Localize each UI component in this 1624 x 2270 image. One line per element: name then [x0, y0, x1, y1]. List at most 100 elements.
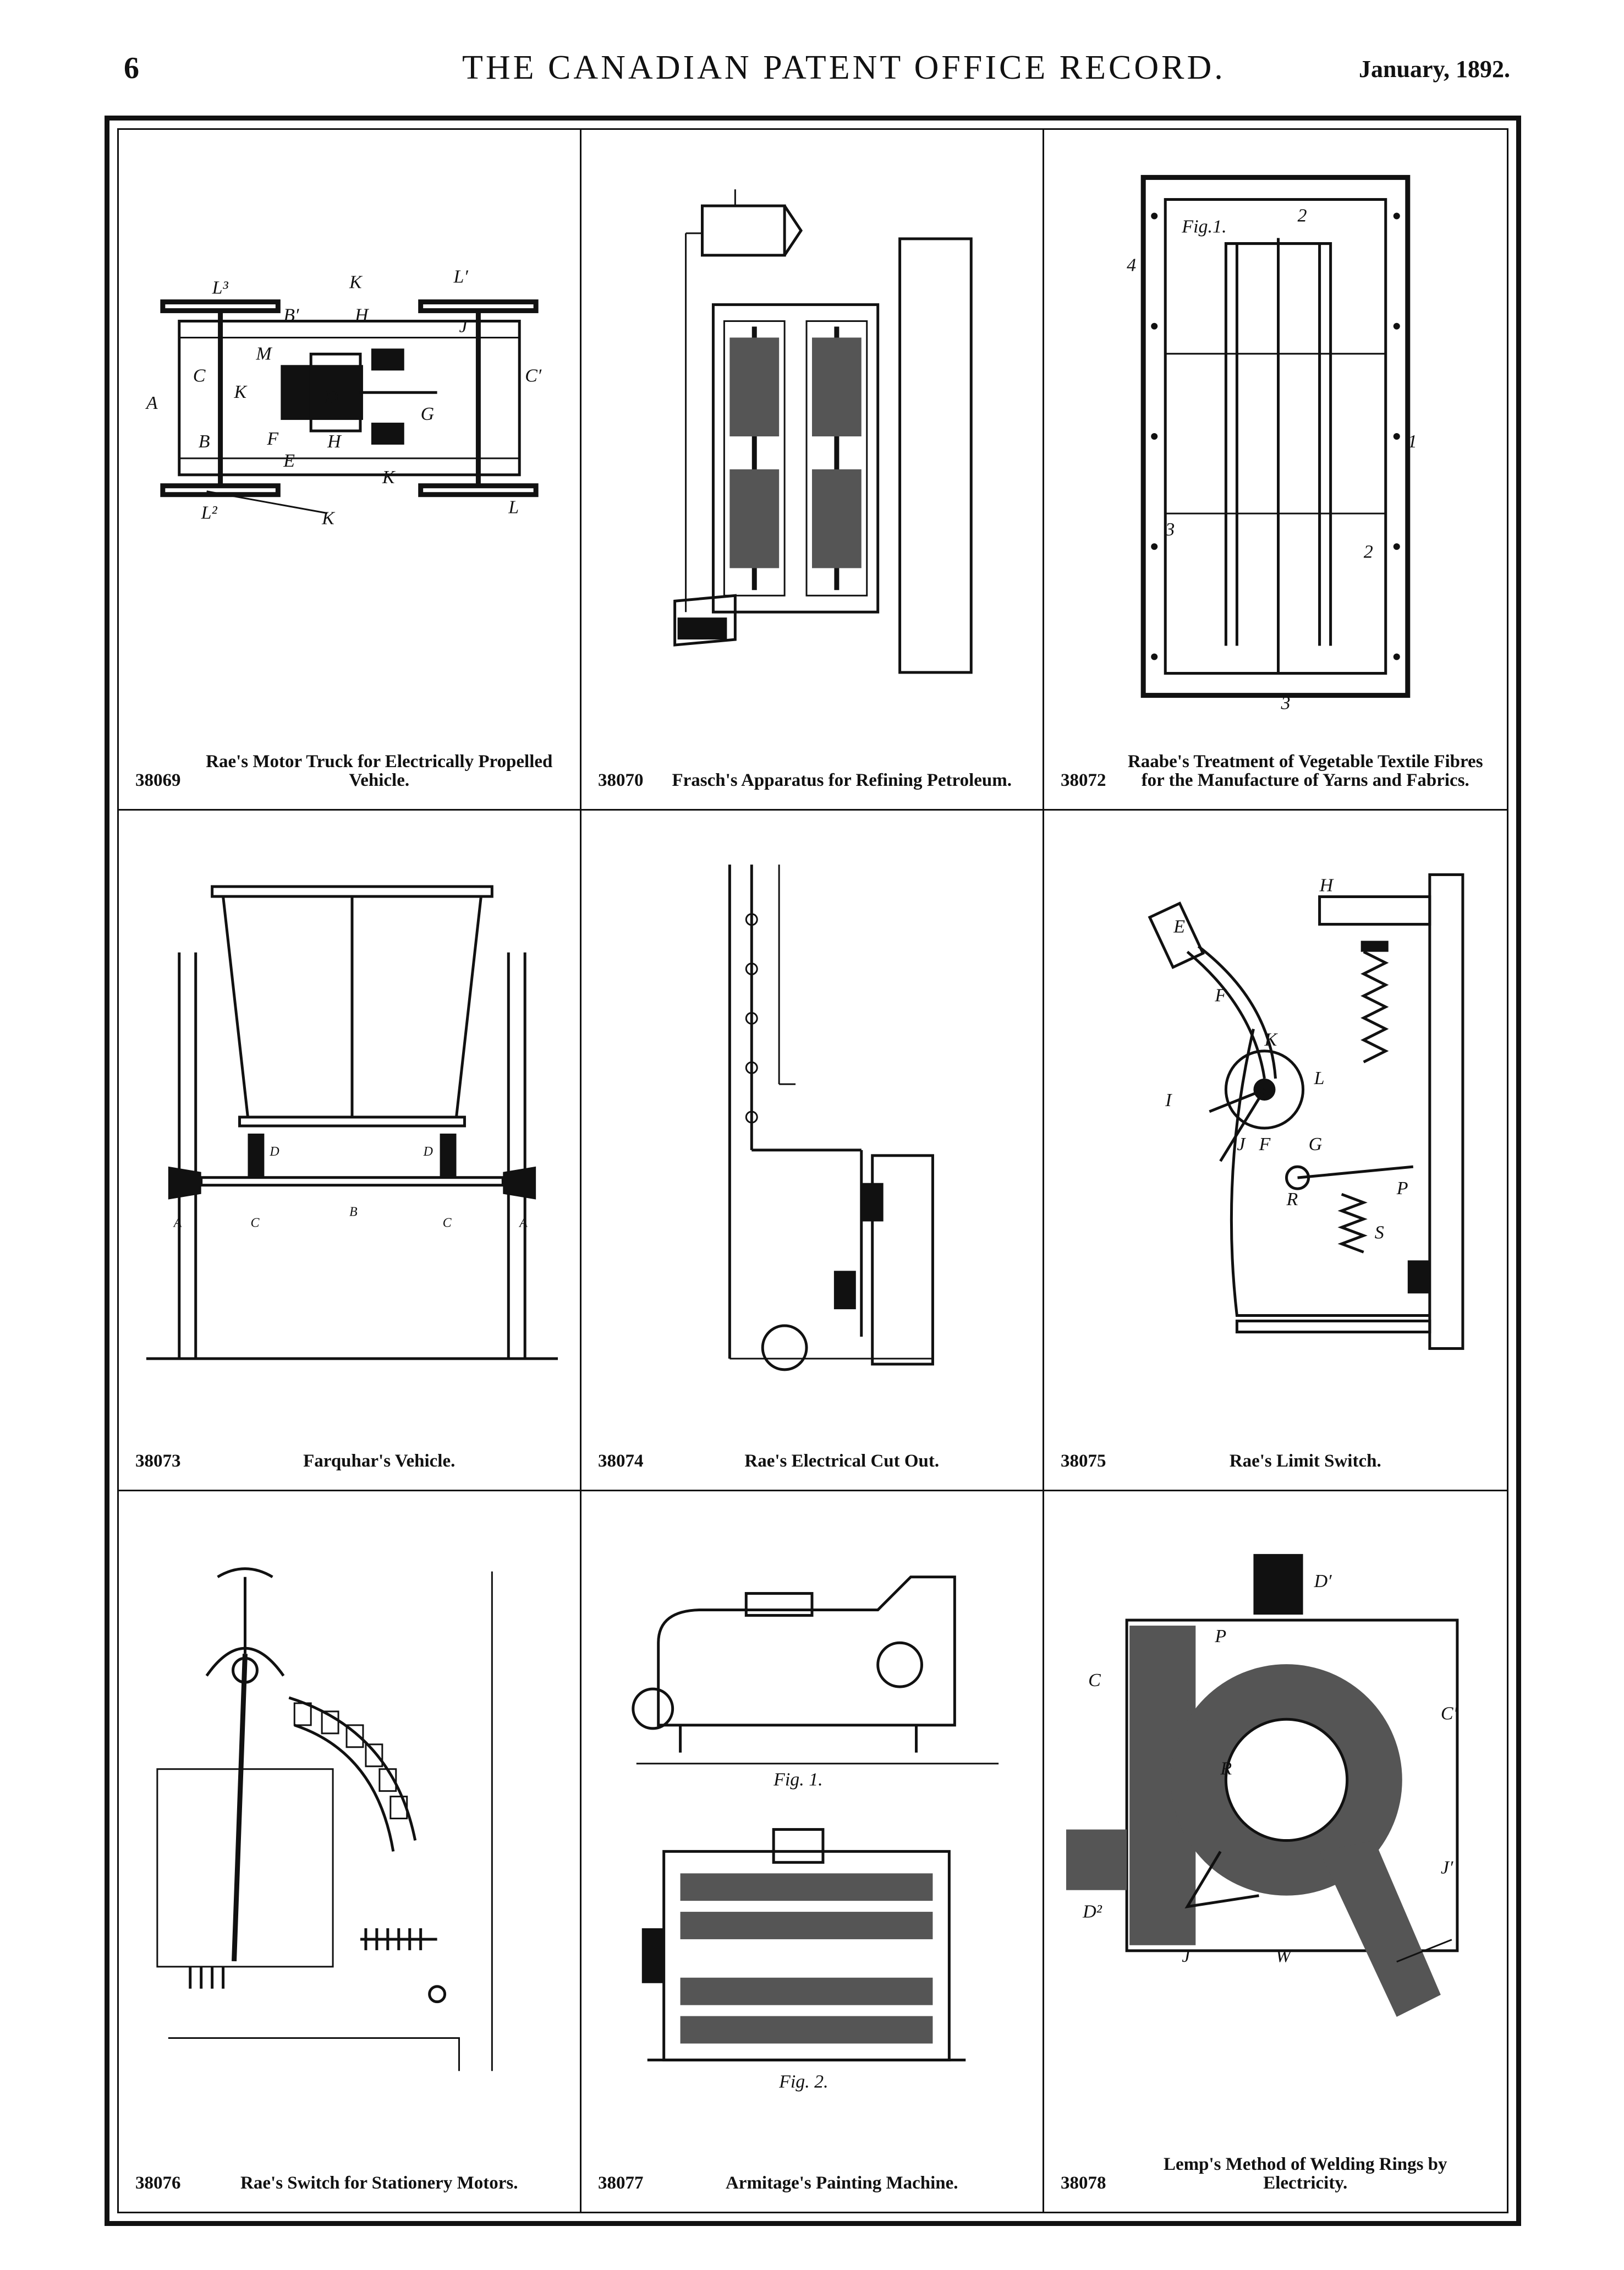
- patent-title: Raabe's Treatment of Vegetable Textile F…: [1127, 751, 1483, 791]
- label-D2: D²: [1082, 1902, 1102, 1922]
- patent-number: 38072: [1061, 770, 1106, 791]
- label-E: E: [1173, 917, 1185, 937]
- patent-number: 38073: [135, 1451, 181, 1472]
- motor-switch-drawing: [156, 1567, 493, 2071]
- figure-limit-switch: H E F K I L J F G R P S: [1055, 827, 1496, 1407]
- label-M: M: [255, 343, 272, 364]
- figure-motor-switch: [130, 1508, 569, 2129]
- page-number: 6: [124, 51, 139, 85]
- label-W: W: [1276, 1946, 1293, 1966]
- label-L: L: [508, 497, 519, 518]
- patent-number: 38070: [598, 770, 644, 791]
- patent-number: 38069: [135, 770, 181, 791]
- label-L1: L′: [453, 267, 469, 287]
- label-C1: C′: [1441, 1703, 1458, 1724]
- patent-title: Rae's Switch for Stationery Motors.: [240, 2173, 518, 2194]
- caption: 38074 Rae's Electrical Cut Out.: [598, 1407, 1026, 1473]
- label-3-bottom: 3: [1281, 693, 1291, 714]
- label-R: R: [1220, 1758, 1232, 1779]
- figure-refining-apparatus: [592, 146, 1032, 726]
- patent-cell-38078: P D′ C C′ R J D² W J′ 38078 Lemp's Metho…: [1044, 1491, 1507, 2212]
- label-J: J: [1237, 1134, 1246, 1155]
- motor-truck-drawing: L³ K L′ B′ H J C C′ M D K A F H: [145, 267, 542, 529]
- patent-number: 38076: [135, 2173, 181, 2194]
- label-G: G: [421, 404, 435, 424]
- patent-title: Frasch's Apparatus for Refining Petroleu…: [672, 770, 1012, 791]
- label-2-right: 2: [1364, 541, 1373, 562]
- label-R: R: [1286, 1189, 1298, 1210]
- label-K-low: K: [382, 467, 396, 488]
- caption: 38072 Raabe's Treatment of Vegetable Tex…: [1061, 726, 1490, 792]
- label-L: L: [1314, 1068, 1325, 1088]
- plate-inner-frame: L³ K L′ B′ H J C C′ M D K A F H: [117, 128, 1508, 2213]
- label-S: S: [1375, 1222, 1384, 1243]
- label-4: 4: [1127, 255, 1136, 276]
- label-fig2: Fig. 2.: [778, 2071, 828, 2092]
- label-fig1: Fig. 1.: [773, 1770, 822, 1790]
- figure-textile-frame: Fig.1. 2 4 1 3 2 3: [1055, 146, 1496, 726]
- patent-number: 38075: [1061, 1451, 1106, 1472]
- patent-grid: L³ K L′ B′ H J C C′ M D K A F H: [119, 130, 1507, 2212]
- textile-frame-drawing: Fig.1. 2 4 1 3 2 3: [1127, 174, 1417, 714]
- label-A: A: [145, 393, 158, 413]
- label-L2: L²: [201, 503, 218, 523]
- label-H: H: [1319, 875, 1335, 895]
- patent-title: Rae's Limit Switch.: [1229, 1451, 1381, 1472]
- cut-out-drawing: [728, 865, 934, 1371]
- patent-cell-38077: Fig. 1. Fig. 2. 38077 Armitage's Pa: [581, 1491, 1044, 2212]
- caption: 38073 Farquhar's Vehicle.: [135, 1407, 563, 1473]
- figure-painting-machine: Fig. 1. Fig. 2.: [592, 1508, 1032, 2129]
- label-L3: L³: [212, 278, 229, 298]
- patent-cell-38074: 38074 Rae's Electrical Cut Out.: [581, 811, 1044, 1491]
- patent-title: Rae's Motor Truck for Electrically Prope…: [206, 751, 553, 791]
- label-3-left: 3: [1165, 519, 1175, 540]
- patent-title: Rae's Electrical Cut Out.: [744, 1451, 940, 1472]
- label-C: C: [193, 365, 206, 386]
- patent-cell-38069: L³ K L′ B′ H J C C′ M D K A F H: [119, 130, 581, 811]
- label-P: P: [1396, 1178, 1408, 1199]
- journal-title: THE CANADIAN PATENT OFFICE RECORD.: [462, 49, 1226, 86]
- label-K: K: [1264, 1030, 1278, 1050]
- label-K-mid: K: [234, 382, 248, 402]
- label-F-low: F: [1258, 1134, 1271, 1155]
- label-C-left: C: [250, 1216, 260, 1230]
- caption: 38075 Rae's Limit Switch.: [1061, 1407, 1490, 1473]
- label-K-top: K: [349, 272, 363, 293]
- vehicle-drawing: A C B C A D D: [146, 885, 558, 1360]
- label-D: D: [324, 387, 338, 408]
- label-B: B: [349, 1205, 358, 1219]
- label-B: B: [199, 431, 210, 452]
- label-A-right: A: [518, 1216, 528, 1230]
- figure-motor-truck: L³ K L′ B′ H J C C′ M D K A F H: [130, 146, 569, 726]
- label-P-top: P: [1214, 1626, 1226, 1647]
- label-1: 1: [1408, 431, 1417, 452]
- limit-switch-drawing: H E F K I L J F G R P S: [1148, 873, 1464, 1350]
- caption: 38077 Armitage's Painting Machine.: [598, 2129, 1026, 2195]
- label-G: G: [1309, 1134, 1323, 1155]
- label-F: F: [266, 429, 278, 449]
- patent-title: Armitage's Painting Machine.: [725, 2173, 958, 2194]
- label-C-right: C: [443, 1216, 452, 1230]
- patent-cell-38070: 38070 Frasch's Apparatus for Refining Pe…: [581, 130, 1044, 811]
- figure-vehicle: A C B C A D D: [130, 827, 569, 1407]
- refining-apparatus-drawing: [673, 189, 973, 674]
- patent-number: 38074: [598, 1451, 644, 1472]
- label-C: C: [1088, 1670, 1101, 1691]
- label-I: I: [1165, 1090, 1172, 1111]
- patent-title: Lemp's Method of Welding Rings by Electr…: [1163, 2154, 1447, 2194]
- label-E: E: [283, 451, 295, 471]
- label-C1: C′: [525, 365, 542, 386]
- label-D1: D′: [1314, 1571, 1332, 1591]
- label-F-top: F: [1214, 986, 1227, 1006]
- patent-cell-38073: A C B C A D D 38073 Farquhar's Vehicle.: [119, 811, 581, 1491]
- label-J: J: [1182, 1946, 1191, 1966]
- label-2-top: 2: [1298, 206, 1307, 226]
- label-J: J: [459, 316, 469, 336]
- figure-welding-rings: P D′ C C′ R J D² W J′: [1055, 1508, 1496, 2129]
- patent-number: 38077: [598, 2173, 644, 2194]
- label-B1: B′: [283, 305, 299, 326]
- plate-frame: L³ K L′ B′ H J C C′ M D K A F H: [105, 116, 1521, 2226]
- label-H-top: H: [354, 305, 370, 326]
- figure-cut-out: [592, 827, 1032, 1407]
- caption: 38070 Frasch's Apparatus for Refining Pe…: [598, 726, 1026, 792]
